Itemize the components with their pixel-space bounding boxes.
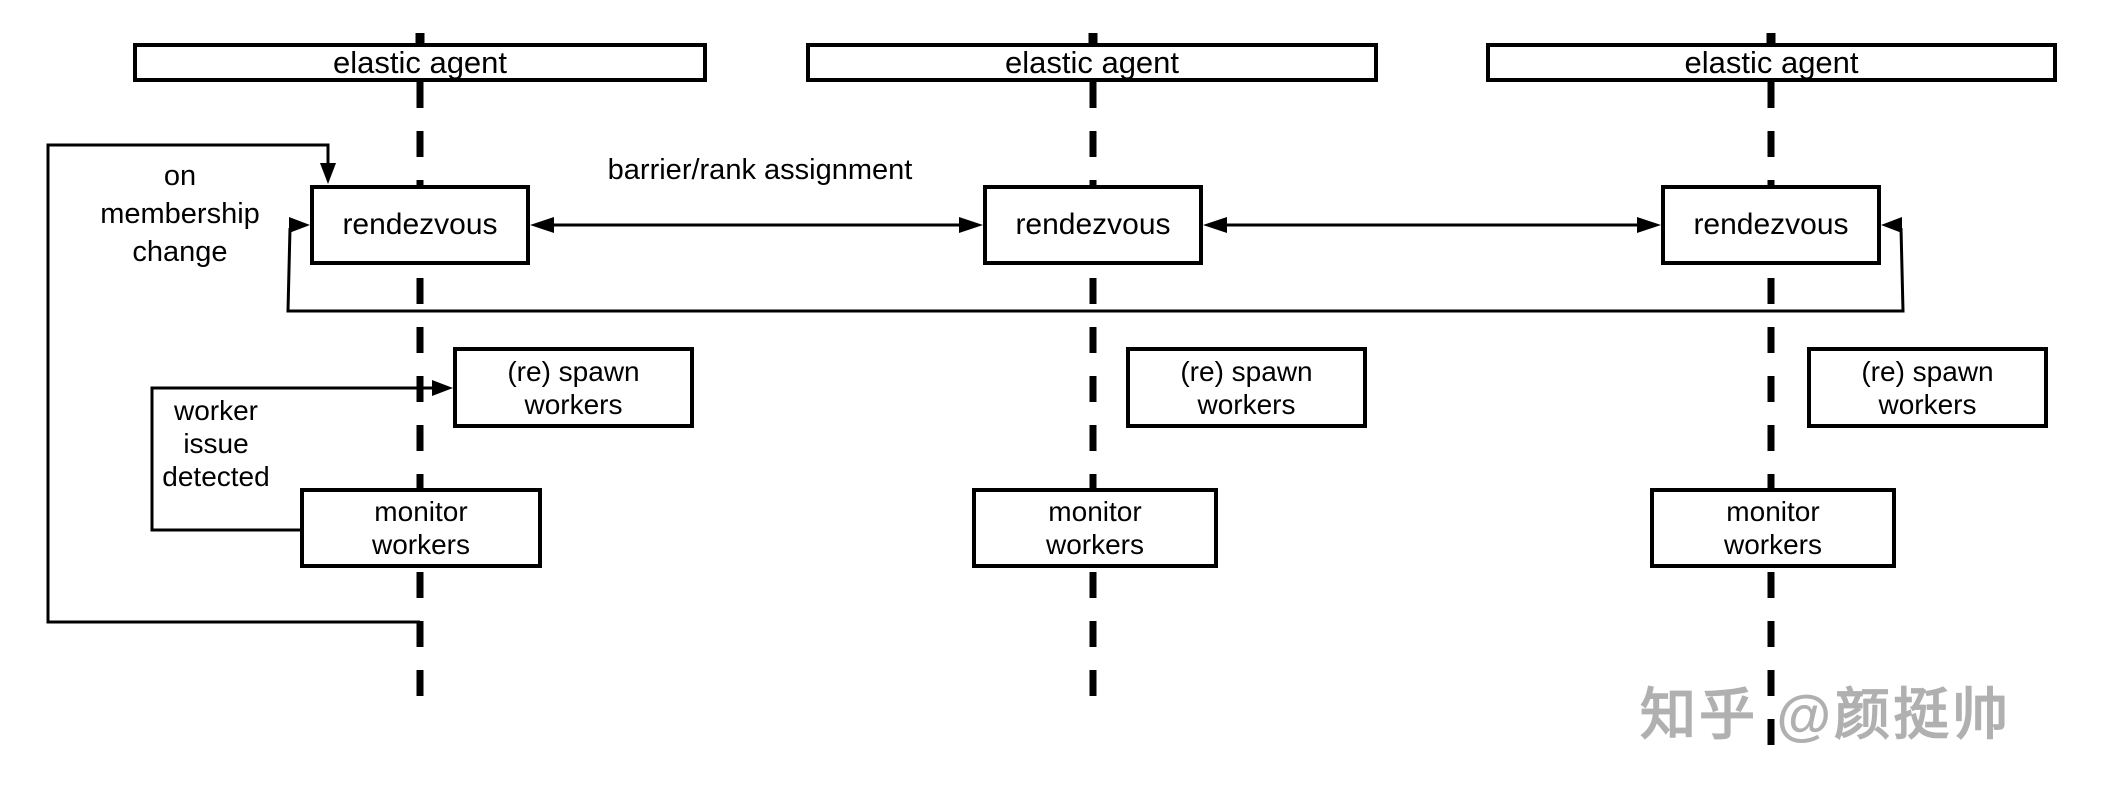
monitor-workers-box-2: monitor workers — [972, 488, 1218, 568]
elastic-agent-box-1: elastic agent — [133, 43, 707, 82]
rendezvous-box-2: rendezvous — [983, 185, 1203, 265]
spawn-workers-box-3: (re) spawn workers — [1807, 347, 2048, 428]
monitor-workers-box-1: monitor workers — [300, 488, 542, 568]
arrowhead-into-rendezvous-2-right — [1203, 217, 1227, 233]
elastic-agent-box-3: elastic agent — [1486, 43, 2057, 82]
arrowhead-into-rendezvous-3-left — [1637, 217, 1661, 233]
monitor-workers-box-3: monitor workers — [1650, 488, 1896, 568]
arrowhead-into-spawn-workers-1 — [432, 380, 453, 396]
arrowhead-into-rendezvous-1-top — [320, 163, 336, 184]
spawn-workers-box-2: (re) spawn workers — [1126, 347, 1367, 428]
elastic-agent-box-2: elastic agent — [806, 43, 1378, 82]
rendezvous-box-1: rendezvous — [310, 185, 530, 265]
barrier-wraparound-line — [286, 227, 1905, 313]
membership-change-loop-line — [46, 143, 420, 624]
on-membership-change-label: on membership change — [100, 160, 260, 268]
arrowhead-into-rendezvous-1-right — [530, 217, 554, 233]
arrowhead-into-rendezvous-2-left — [959, 217, 983, 233]
barrier-rank-assignment-label: barrier/rank assignment — [607, 154, 913, 186]
spawn-workers-box-1: (re) spawn workers — [453, 347, 694, 428]
zhihu-watermark: 知乎 @颜挺帅 — [1640, 683, 2012, 746]
rendezvous-box-3: rendezvous — [1661, 185, 1881, 265]
worker-issue-loop-line — [150, 386, 434, 532]
arrowhead-into-rendezvous-1-left — [289, 217, 310, 233]
arrowhead-into-rendezvous-3-right — [1881, 217, 1902, 233]
worker-issue-detected-label: worker issue detected — [162, 395, 270, 492]
